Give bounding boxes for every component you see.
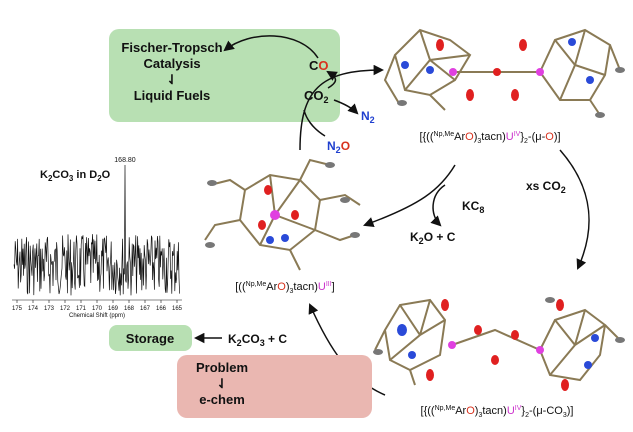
oxo-complex-label: [{((Np,MeArO)3tacn)UIV}2-(μ-O)] (419, 131, 560, 145)
nmr-peak-label: 168.80 (114, 157, 136, 164)
problem-box: Problem ⇃ e-chem (177, 355, 372, 418)
nmr-tick-label: 174 (28, 306, 39, 312)
xs-co2-label: xs CO2 (526, 179, 566, 195)
n2o-n: N (327, 139, 336, 153)
co-label: CO (309, 58, 329, 73)
co2-text: CO (304, 88, 324, 103)
carbonate-complex-label: [{((Np,MeArO)3tacn)UIV}2-(μ-CO3)] (421, 405, 574, 419)
nmr-tick-label: 166 (156, 306, 167, 312)
nmr-tick-label: 169 (108, 306, 119, 312)
nmr-trace (13, 164, 180, 296)
oxo-dimer-atoms (397, 38, 625, 118)
storage-label: Storage (126, 331, 174, 346)
co-o: O (318, 58, 328, 73)
nmr-tick-label: 168 (124, 306, 135, 312)
n2o-arc-arrow (299, 64, 385, 151)
k2co3-c-label: K2CO3 + C (228, 332, 287, 348)
nmr-tick-label: 171 (76, 306, 87, 312)
nmr-xlabel: Chemical Shift (ppm) (69, 313, 125, 319)
problem-line2: e-chem (199, 392, 245, 407)
n2-text: N (361, 109, 370, 123)
fischer-tropsch-box: Fischer-Tropsch Catalysis ⇃ Liquid Fuels… (109, 29, 340, 122)
uiii-structure (204, 158, 361, 271)
carbonate-dimer-structure (374, 298, 621, 386)
uiii-complex-label: [((Np,MeArO)3tacn)UIII] (235, 281, 334, 295)
nmr-tick-labels: 175 174 173 172 171 170 169 168 167 166 165 (12, 300, 183, 312)
n2-sub: 2 (370, 115, 375, 125)
nmr-tick-label: 172 (60, 306, 71, 312)
co-c: C (309, 58, 319, 73)
co2-to-co-arrow (326, 70, 338, 89)
problem-line1: Problem (196, 360, 248, 375)
n2o-label: N2O (327, 139, 350, 155)
uiii-atoms (205, 162, 360, 248)
n2-label: N2 (361, 109, 375, 125)
n2o-o: O (341, 139, 350, 153)
nmr-tick-label: 175 (12, 306, 23, 312)
problem-symbol: ⇃ (217, 376, 228, 391)
nmr-spectrum: K2CO3 in D2O 168.80 175 174 173 172 171 170 16… (12, 157, 183, 319)
fischer-equilibrium-symbol: ⇃ (167, 72, 178, 87)
co2-sub: 2 (324, 95, 329, 105)
oxo-to-uiii-arrow (363, 164, 456, 228)
nmr-tick-label: 165 (172, 306, 183, 312)
carbonate-dimer-atoms (373, 297, 625, 391)
fischer-line1: Fischer-Tropsch (121, 40, 222, 55)
kc8-top-label: KC8 (462, 199, 484, 215)
nmr-tick-label: 173 (44, 306, 55, 312)
nmr-title: K2CO3 in D2O (40, 169, 111, 183)
fischer-line3: Liquid Fuels (134, 88, 211, 103)
co-to-fuels-arrow (223, 35, 319, 59)
nmr-tick-label: 167 (140, 306, 151, 312)
k2o-c-label: K2O + C (410, 230, 456, 246)
k2o-branch-arrow (430, 184, 446, 227)
storage-box: Storage (109, 325, 192, 351)
nmr-tick-label: 170 (92, 306, 103, 312)
fischer-line2: Catalysis (143, 56, 200, 71)
oxo-to-carbonate-arrow (559, 149, 590, 270)
n2o-branch (303, 109, 326, 137)
n2-branch-arrow (333, 99, 359, 115)
oxo-dimer-structure (383, 28, 621, 116)
n2o-sub: 2 (336, 145, 341, 155)
